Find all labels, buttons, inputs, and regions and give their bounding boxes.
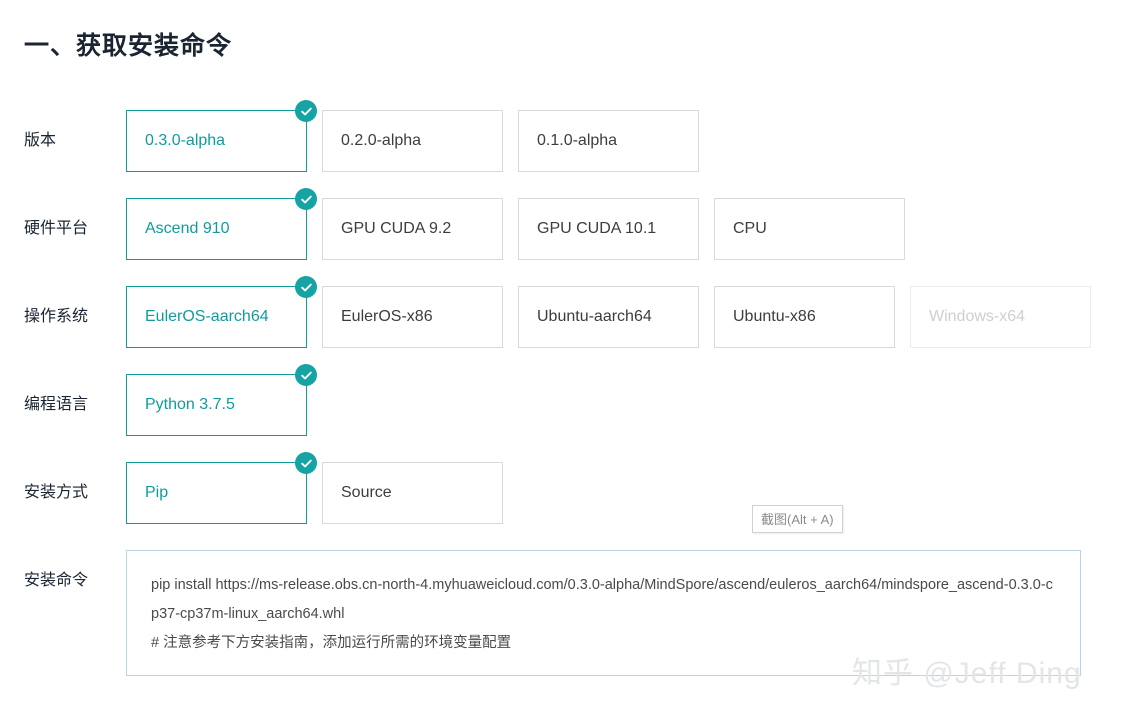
page-title: 一、获取安装命令: [24, 32, 233, 60]
option-card[interactable]: Ascend 910: [126, 188, 317, 260]
row-label: 版本: [24, 132, 57, 149]
screenshot-shortcut-tooltip: 截图(Alt + A): [752, 505, 843, 533]
command-line: # 注意参考下方安装指南，添加运行所需的环境变量配置: [151, 635, 512, 651]
row-label: 安装方式: [24, 484, 89, 501]
option-label: 0.2.0-alpha: [341, 132, 422, 149]
option-card[interactable]: Pip: [126, 452, 317, 524]
check-icon: [295, 188, 317, 210]
row-label: 硬件平台: [24, 220, 89, 237]
selector-row: 安装方式 Pip Source: [0, 452, 1127, 524]
selector-row: 版本 0.3.0-alpha 0.2.0-alpha 0.1.0-alpha: [0, 100, 1127, 172]
option-group: Python 3.7.5: [126, 364, 317, 436]
option-card[interactable]: 0.2.0-alpha: [322, 110, 503, 172]
option-label: GPU CUDA 10.1: [537, 220, 657, 237]
option-label: Source: [341, 484, 392, 501]
option-label: EulerOS-x86: [341, 308, 433, 325]
option-card[interactable]: Python 3.7.5: [126, 364, 317, 436]
check-icon: [295, 100, 317, 122]
check-icon: [295, 452, 317, 474]
option-label: CPU: [733, 220, 767, 237]
row-label: 操作系统: [24, 308, 89, 325]
command-label: 安装命令: [24, 572, 89, 589]
option-group: EulerOS-aarch64 EulerOS-x86 Ubuntu-aarch64…: [126, 276, 1091, 348]
option-label: EulerOS-aarch64: [145, 308, 269, 325]
option-label: Ascend 910: [145, 220, 230, 237]
option-card[interactable]: Ubuntu-aarch64: [518, 286, 699, 348]
check-icon: [295, 364, 317, 386]
option-card[interactable]: GPU CUDA 10.1: [518, 198, 699, 260]
option-group: Ascend 910 GPU CUDA 9.2 GPU CUDA 10.1 CPU: [126, 188, 905, 260]
option-label: 0.3.0-alpha: [145, 132, 226, 149]
option-card[interactable]: EulerOS-aarch64: [126, 276, 317, 348]
option-card[interactable]: GPU CUDA 9.2: [322, 198, 503, 260]
selector-rows: 版本 0.3.0-alpha 0.2.0-alpha 0.1.0-alpha 硬件平台 A…: [0, 100, 1127, 702]
option-label: GPU CUDA 9.2: [341, 220, 452, 237]
option-card[interactable]: CPU: [714, 198, 905, 260]
option-label: Ubuntu-aarch64: [537, 308, 652, 325]
option-card[interactable]: 0.3.0-alpha: [126, 100, 317, 172]
option-label: Pip: [145, 484, 169, 501]
install-command-box[interactable]: pip install https://ms-release.obs.cn-no…: [126, 550, 1081, 676]
option-card[interactable]: Ubuntu-x86: [714, 286, 895, 348]
option-card: Windows-x64: [910, 286, 1091, 348]
selector-row: 硬件平台 Ascend 910 GPU CUDA 9.2 GPU CUDA 10.1 C…: [0, 188, 1127, 260]
check-icon: [295, 276, 317, 298]
option-label: Windows-x64: [929, 308, 1026, 325]
selector-row: 编程语言 Python 3.7.5: [0, 364, 1127, 436]
option-label: Ubuntu-x86: [733, 308, 816, 325]
row-label: 编程语言: [24, 396, 89, 413]
option-label: 0.1.0-alpha: [537, 132, 618, 149]
option-group: Pip Source: [126, 452, 503, 524]
selector-row: 操作系统 EulerOS-aarch64 EulerOS-x86 Ubuntu-aar…: [0, 276, 1127, 348]
option-card[interactable]: EulerOS-x86: [322, 286, 503, 348]
option-card[interactable]: 0.1.0-alpha: [518, 110, 699, 172]
option-label: Python 3.7.5: [145, 396, 235, 413]
option-card[interactable]: Source: [322, 462, 503, 524]
command-section: 安装命令 pip install https://ms-release.obs.c…: [0, 550, 1127, 676]
command-line: pip install https://ms-release.obs.cn-no…: [151, 577, 1053, 622]
option-group: 0.3.0-alpha 0.2.0-alpha 0.1.0-alpha: [126, 100, 699, 172]
